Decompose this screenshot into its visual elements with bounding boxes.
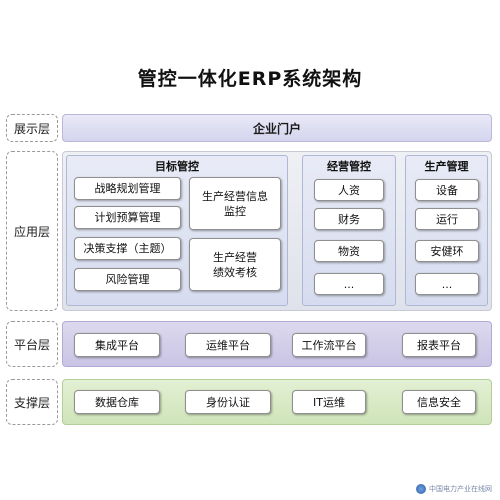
operation-box: 运行 bbox=[415, 208, 479, 230]
integration-platform-box: 集成平台 bbox=[74, 333, 160, 357]
risk-management-box: 风险管理 bbox=[74, 268, 181, 291]
performance-assessment-box: 生产经营 绩效考核 bbox=[189, 238, 281, 291]
layer-label-display: 展示层 bbox=[6, 114, 58, 142]
hr-box: 人资 bbox=[314, 179, 384, 201]
target-control-title: 目标管控 bbox=[155, 160, 199, 173]
equipment-box: 设备 bbox=[415, 179, 479, 201]
info-security-box: 信息安全 bbox=[402, 390, 476, 414]
layer-label-platform: 平台层 bbox=[6, 321, 58, 367]
enterprise-portal-band: 企业门户 bbox=[62, 114, 492, 142]
report-platform-box: 报表平台 bbox=[402, 333, 476, 357]
hse-box: 安健环 bbox=[415, 240, 479, 262]
production-monitoring-box: 生产经营信息 监控 bbox=[189, 177, 281, 230]
production-management-title: 生产管理 bbox=[424, 160, 469, 173]
it-ops-box: IT运维 bbox=[292, 390, 366, 414]
materials-box: 物资 bbox=[314, 240, 384, 262]
ops-platform-box: 运维平台 bbox=[185, 333, 271, 357]
layer-label-application: 应用层 bbox=[6, 151, 58, 311]
identity-auth-box: 身份认证 bbox=[185, 390, 271, 414]
page-title: 管控一体化ERP系统架构 bbox=[137, 68, 363, 90]
more-operation-box: ... bbox=[314, 273, 384, 295]
watermark-text: 中国电力产业在线网 bbox=[429, 485, 492, 493]
plan-budget-box: 计划预算管理 bbox=[74, 206, 181, 229]
data-warehouse-box: 数据仓库 bbox=[74, 390, 160, 414]
watermark: 中国电力产业在线网 bbox=[416, 484, 492, 494]
more-production-box: ... bbox=[415, 273, 479, 295]
strategy-planning-box: 战略规划管理 bbox=[74, 177, 181, 200]
workflow-platform-box: 工作流平台 bbox=[292, 333, 366, 357]
layer-label-support: 支撑层 bbox=[6, 379, 58, 425]
watermark-logo-icon bbox=[416, 484, 426, 494]
finance-box: 财务 bbox=[314, 208, 384, 230]
operation-control-title: 经营管控 bbox=[327, 160, 371, 173]
decision-support-box: 决策支撑（主题） bbox=[74, 237, 181, 260]
